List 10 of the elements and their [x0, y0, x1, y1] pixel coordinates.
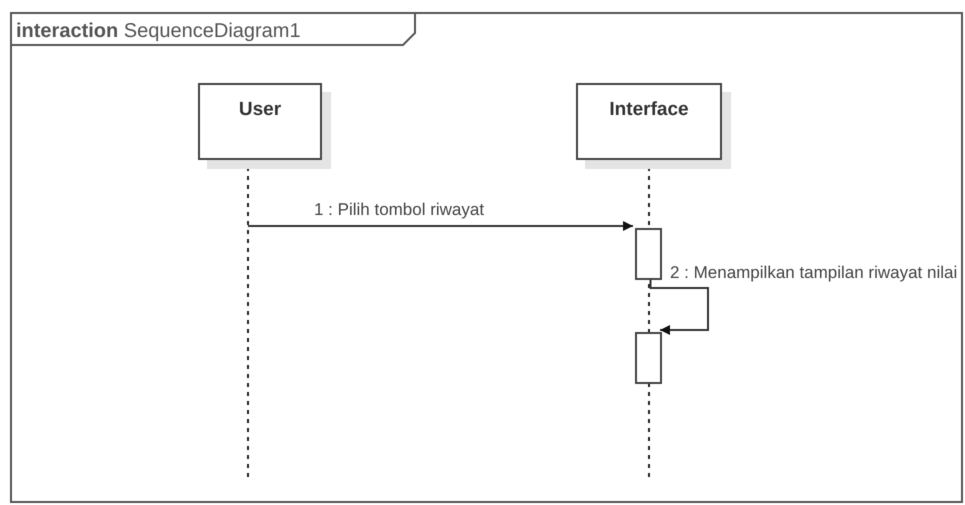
interaction-frame: [10, 12, 963, 503]
message-label: 1 : Pilih tombol riwayat: [312, 200, 486, 220]
message-arrow: [650, 278, 709, 335]
message-label: 2 : Menampilkan tampilan riwayat nilai: [668, 263, 960, 283]
activation-bar: [635, 332, 662, 384]
frame-title: interaction SequenceDiagram1: [16, 20, 301, 42]
participant-name: Interface: [609, 99, 689, 121]
activation-bar: [635, 228, 662, 280]
message-arrow: [248, 221, 633, 231]
participant-name: User: [238, 99, 282, 121]
